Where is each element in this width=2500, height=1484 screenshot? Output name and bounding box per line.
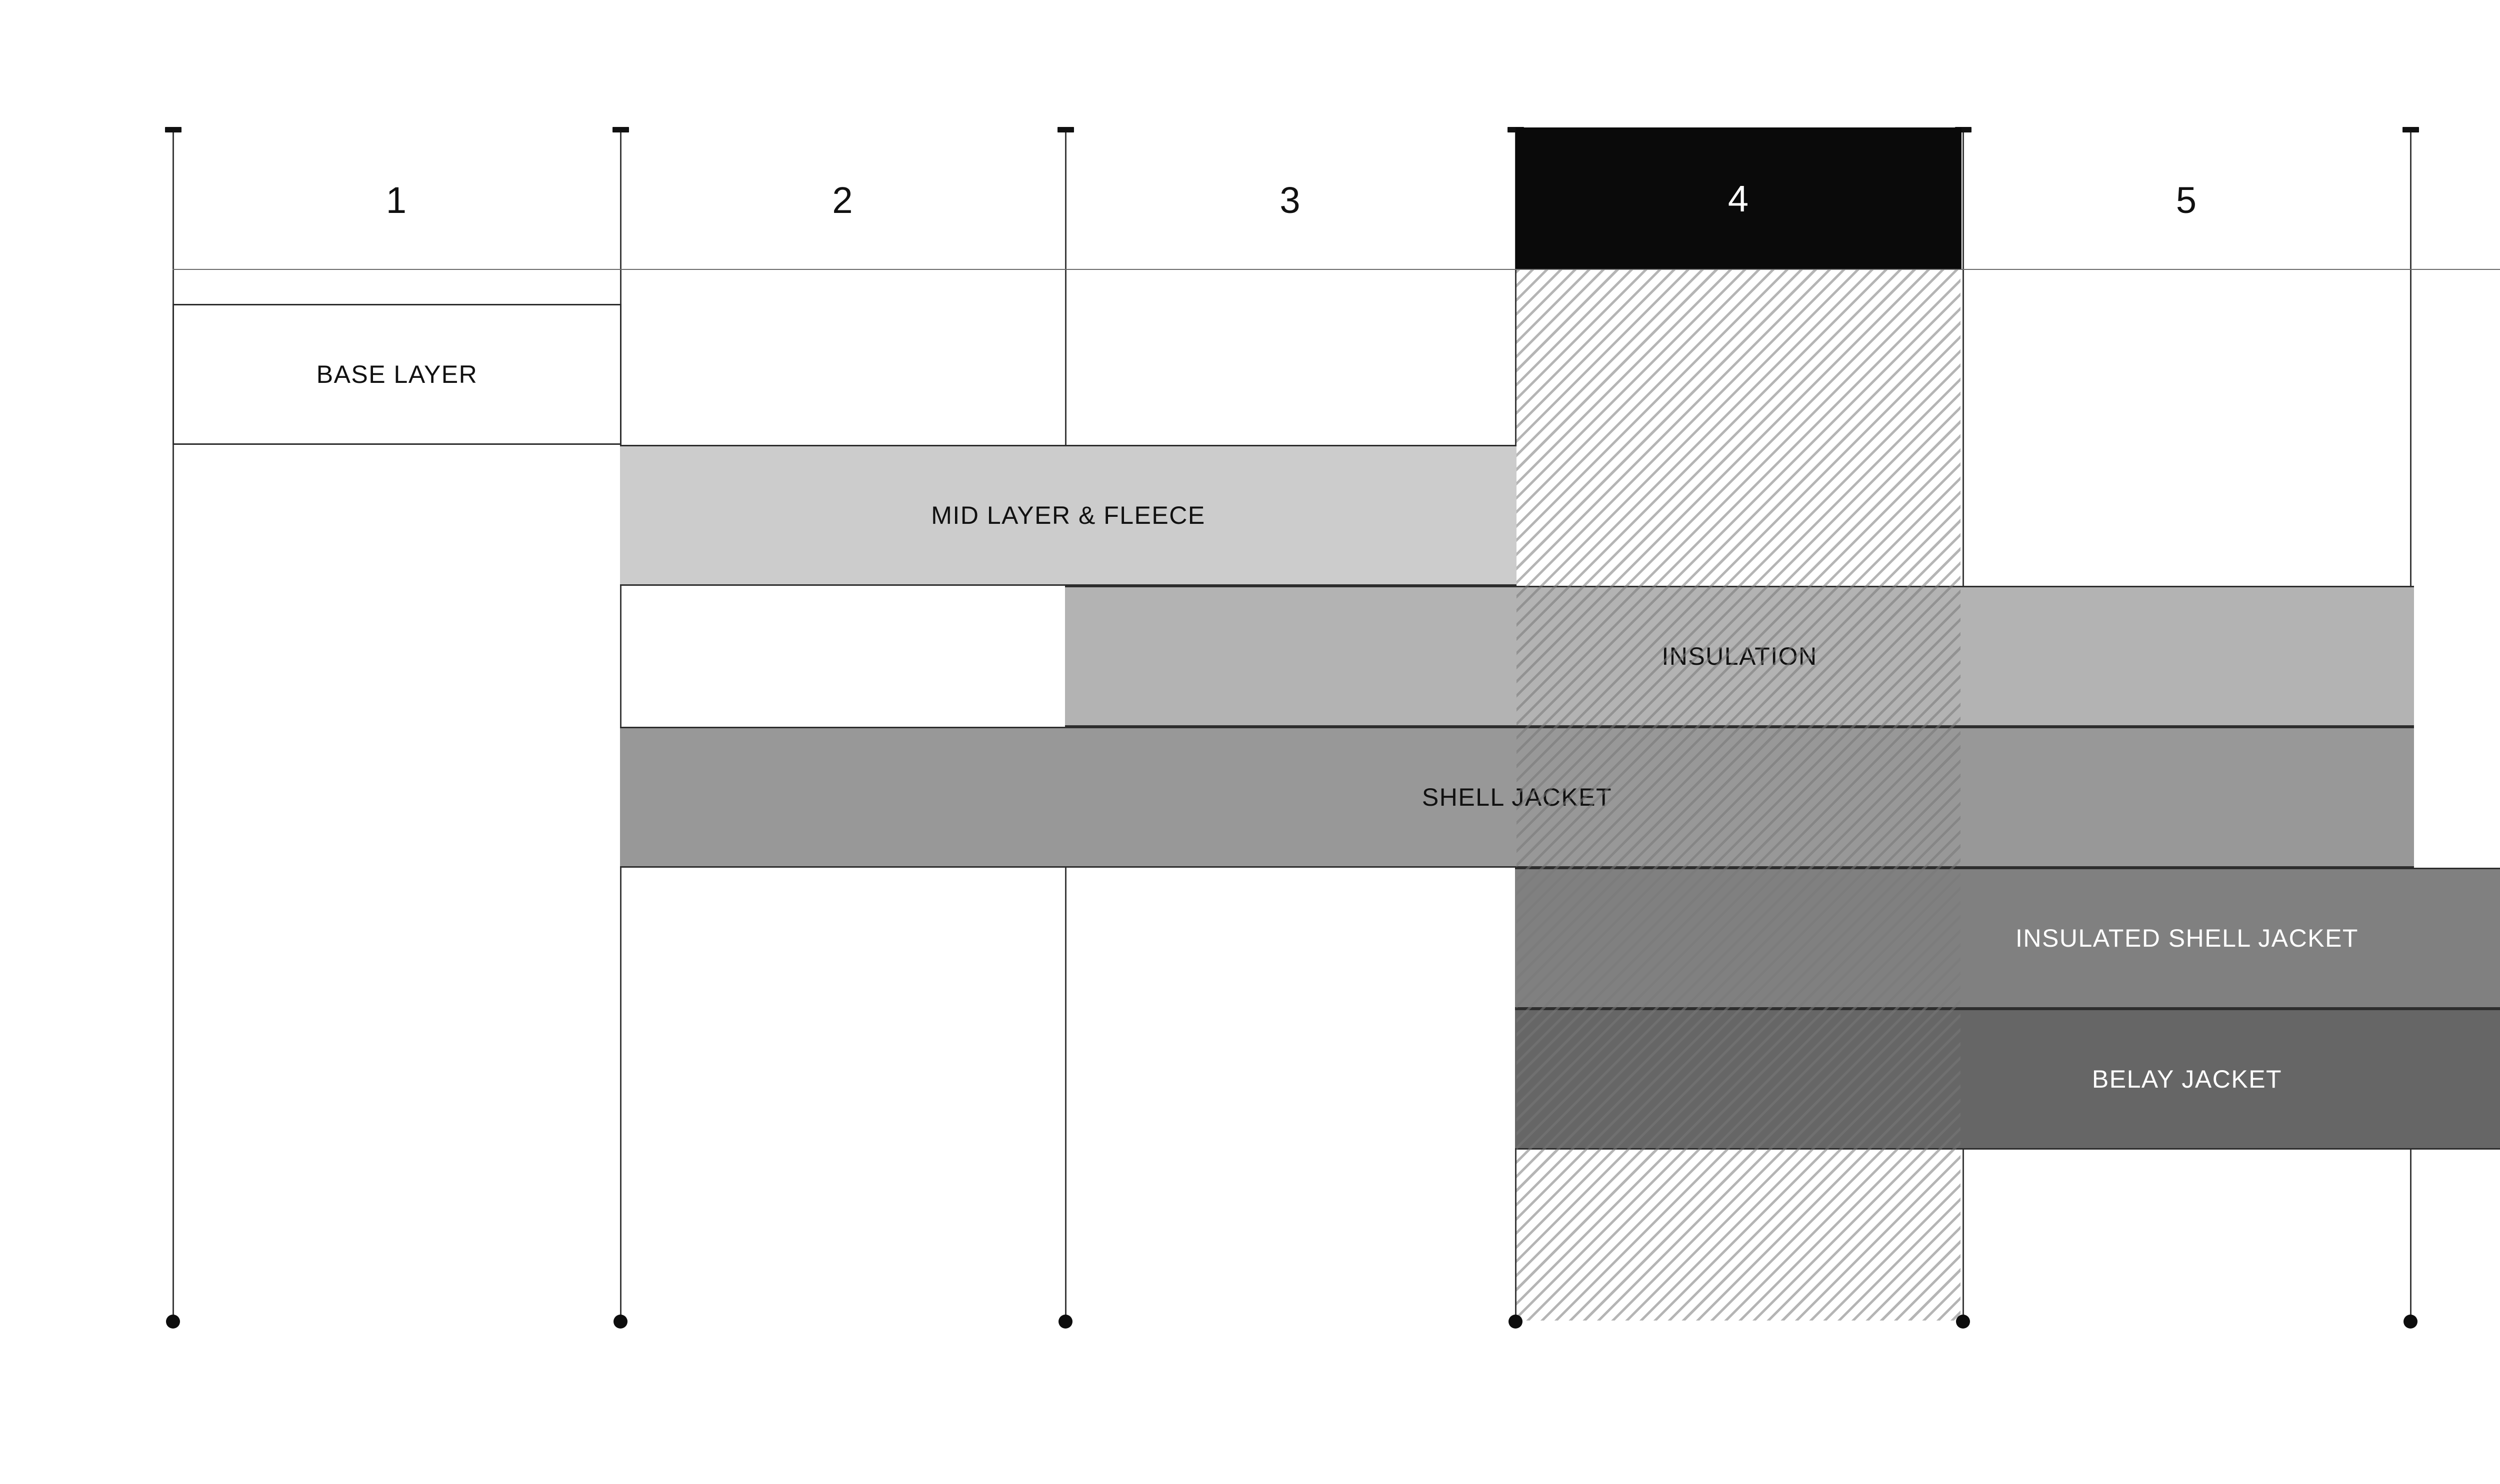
axis-dot-4 bbox=[1508, 1315, 1522, 1329]
bar-insulated-shell-jacket[interactable]: INSULATED SHELL JACKET bbox=[1515, 868, 2500, 1009]
header-label-5: 5 bbox=[2176, 179, 2198, 221]
axis-dot-5 bbox=[1956, 1315, 1970, 1329]
axis-tick-top-3 bbox=[1058, 127, 1074, 132]
bar-base-layer[interactable]: BASE LAYER bbox=[172, 304, 622, 445]
axis-line-2 bbox=[620, 130, 622, 1321]
header-label-1: 1 bbox=[386, 179, 408, 221]
axis-line-1 bbox=[172, 130, 174, 1321]
axis-dot-2 bbox=[614, 1315, 628, 1329]
header-column-6[interactable]: 6 bbox=[2410, 130, 2500, 270]
header-bottom-rule bbox=[172, 269, 2500, 270]
bar-label-insulation: INSULATION bbox=[1662, 642, 1818, 670]
header-column-5[interactable]: 5 bbox=[1963, 130, 2410, 270]
axis-tick-top-1 bbox=[165, 127, 182, 132]
axis-dot-3 bbox=[1058, 1315, 1072, 1329]
bar-label-shell-jacket: SHELL JACKET bbox=[1422, 783, 1612, 811]
header-label-4: 4 bbox=[1728, 178, 1750, 219]
bar-insulation[interactable]: INSULATION bbox=[1065, 586, 2414, 727]
bar-label-base-layer: BASE LAYER bbox=[316, 360, 478, 388]
header-column-4[interactable]: 4 bbox=[1516, 127, 1962, 270]
header-label-3: 3 bbox=[1280, 179, 1301, 221]
bar-mid-layer-fleece[interactable]: MID LAYER & FLEECE bbox=[620, 445, 1516, 586]
bar-belay-jacket[interactable]: BELAY JACKET bbox=[1515, 1009, 2500, 1150]
header-column-3[interactable]: 3 bbox=[1066, 130, 1515, 270]
bar-label-insulated-shell-jacket: INSULATED SHELL JACKET bbox=[2016, 924, 2358, 952]
axis-tick-top-2 bbox=[612, 127, 629, 132]
bar-label-belay-jacket: BELAY JACKET bbox=[2092, 1065, 2282, 1093]
header-column-2[interactable]: 2 bbox=[620, 130, 1065, 270]
axis-dot-1 bbox=[166, 1315, 180, 1329]
header-column-1[interactable]: 1 bbox=[173, 130, 620, 270]
axis-tick-top-5 bbox=[1955, 127, 1972, 132]
bar-label-mid-layer-fleece: MID LAYER & FLEECE bbox=[931, 501, 1206, 529]
header-label-2: 2 bbox=[832, 179, 854, 221]
axis-dot-6 bbox=[2404, 1315, 2418, 1329]
axis-tick-top-6 bbox=[2402, 127, 2419, 132]
bar-shell-jacket[interactable]: SHELL JACKET bbox=[620, 727, 2414, 868]
